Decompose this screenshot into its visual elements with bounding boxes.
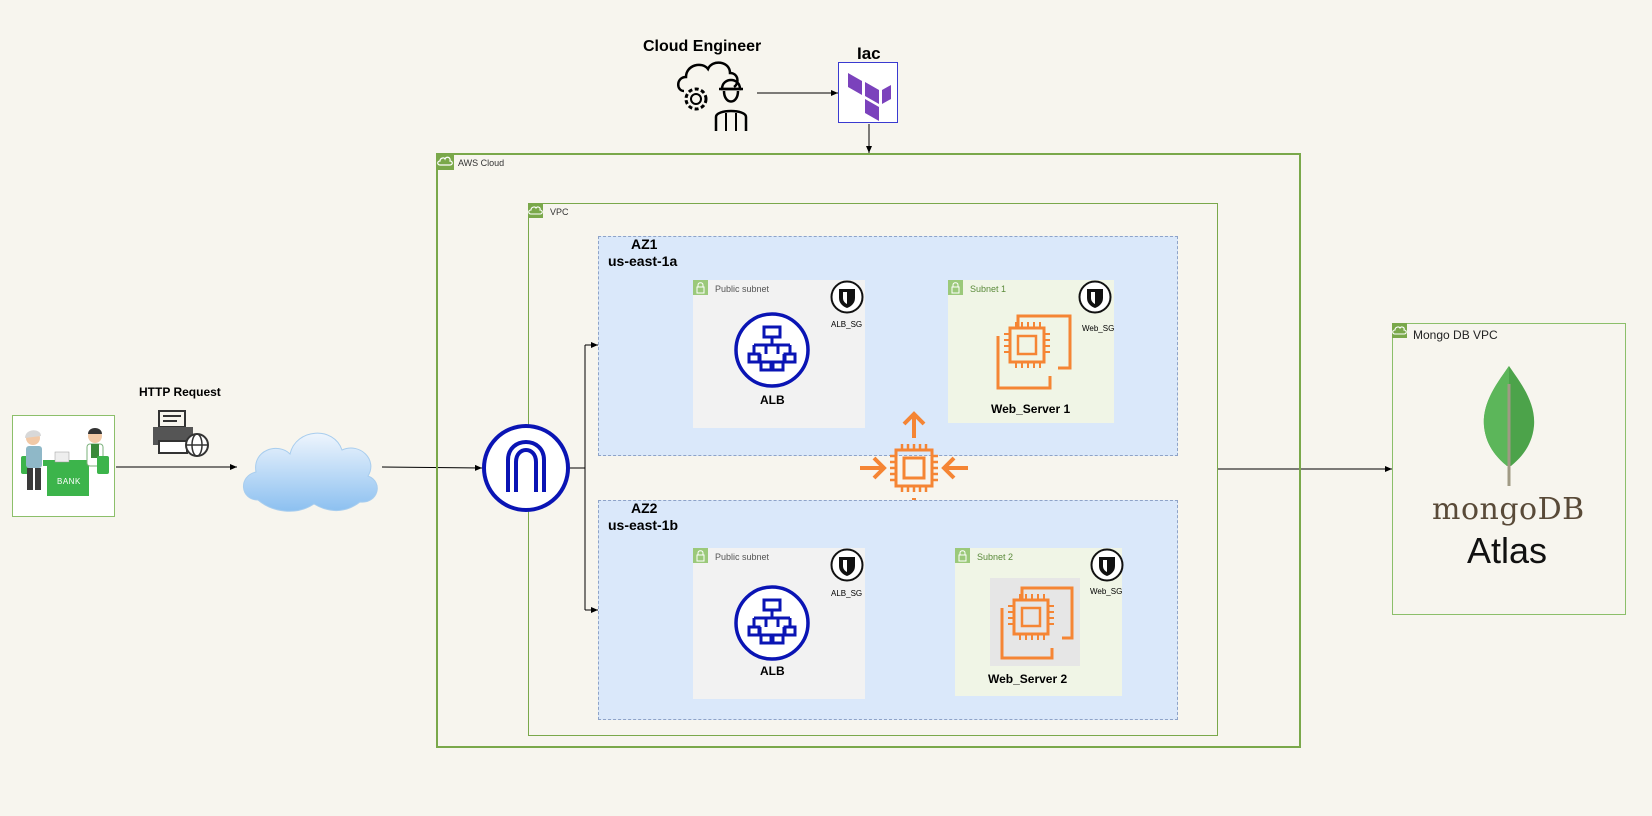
az1-region: us-east-1a [608, 253, 678, 269]
bank-customer-illustration: BANK [12, 415, 115, 517]
az2-ec2-instances-icon [1000, 586, 1074, 660]
mongo-vpc-icon [1392, 323, 1407, 338]
az2-alb-sg-shield-icon [830, 548, 864, 582]
az1-server-label: Web_Server 1 [991, 402, 1071, 416]
az1-ec2-instances-icon [996, 314, 1072, 390]
az1-alb-sg-label: ALB_SG [831, 320, 863, 329]
az2-private-subnet-label: Subnet 2 [977, 552, 1014, 562]
aws-cloud-group [436, 153, 1301, 748]
az1-private-subnet-label: Subnet 1 [970, 284, 1007, 294]
az2-public-subnet-label: Public subnet [715, 552, 770, 562]
az1-public-subnet-label: Public subnet [715, 284, 770, 294]
az2-alb-label: ALB [760, 664, 785, 678]
internet-cloud-icon [243, 432, 378, 512]
az1-private-subnet-lock-icon [948, 280, 963, 295]
az2-alb-sg-label: ALB_SG [831, 589, 863, 598]
iac-label: Iac [857, 44, 881, 63]
az1-name: AZ1 [631, 236, 658, 252]
mongo-vpc-group [1392, 323, 1626, 615]
http-request-label: HTTP Request [139, 385, 221, 399]
mongodb-wordmark: mongoDB [1432, 492, 1585, 527]
vpc-label: VPC [550, 207, 569, 217]
atlas-wordmark: Atlas [1467, 530, 1548, 571]
bank-sign: BANK [57, 477, 81, 486]
http-request-icon [153, 410, 209, 457]
internet-to-gateway-arrow [381, 464, 483, 471]
az2-server-label: Web_Server 2 [988, 672, 1068, 686]
az2-private-subnet-lock-icon [955, 548, 970, 563]
az2-region: us-east-1b [608, 517, 679, 533]
az1-alb-icon [734, 312, 810, 388]
az2-name: AZ2 [631, 500, 658, 516]
az1-alb-sg-shield-icon [830, 280, 864, 314]
az2-alb-icon [734, 585, 810, 661]
cloud-engineer-label: Cloud Engineer [643, 38, 762, 55]
az1-public-subnet-lock-icon [693, 280, 708, 295]
az2-web-sg-label: Web_SG [1090, 587, 1123, 596]
vpc-icon [528, 203, 543, 218]
internet-gateway-icon [482, 424, 570, 512]
aws-cloud-label: AWS Cloud [458, 158, 505, 168]
az1-web-sg-label: Web_SG [1082, 324, 1115, 333]
az1-alb-label: ALB [760, 393, 785, 407]
az2-public-subnet-lock-icon [693, 548, 708, 563]
aws-cloud-icon [436, 153, 454, 170]
terraform-icon [838, 62, 898, 123]
az2-web-sg-shield-icon [1090, 548, 1124, 582]
az1-web-sg-shield-icon [1078, 280, 1112, 314]
mongodb-leaf-icon [1483, 366, 1535, 486]
cloud-engineer-icon [677, 61, 748, 131]
az2-ec2-icon-background [990, 578, 1080, 666]
mongo-vpc-label: Mongo DB VPC [1413, 328, 1498, 342]
